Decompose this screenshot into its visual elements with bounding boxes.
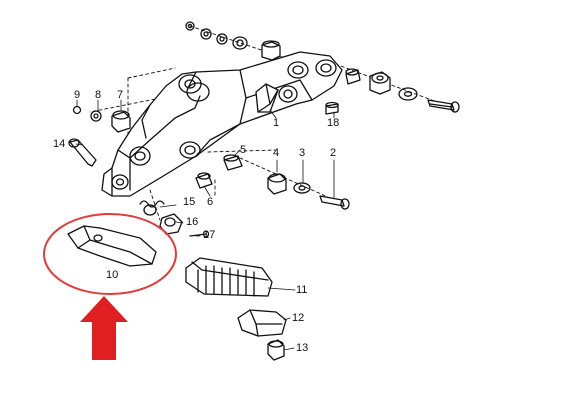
part-label-14: 14 (53, 138, 66, 150)
part-label-8: 8 (95, 89, 102, 101)
footpeg-rubber-11 (185, 257, 273, 297)
part-label-13: 13 (296, 342, 309, 354)
part-label-17: 17 (203, 229, 216, 241)
part-label-3: 3 (299, 147, 306, 159)
top-fastener-row (185, 21, 281, 61)
footrest-bracket (101, 51, 343, 197)
part-label-6: 6 (207, 196, 214, 208)
middle-fastener-group (195, 154, 350, 210)
part-label-16: 16 (186, 216, 199, 228)
leader-lines (75, 99, 335, 351)
pin-14 (68, 138, 97, 167)
part-label-12: 12 (292, 312, 305, 324)
part-label-11: 11 (296, 284, 308, 296)
part-label-4: 4 (273, 147, 280, 159)
highlight-circle (43, 213, 177, 295)
part-label-10: 10 (106, 269, 119, 281)
spring-cap-group (139, 200, 210, 238)
part-label-2: 2 (330, 147, 337, 159)
red-arrow (80, 296, 128, 360)
part-label-5: 5 (240, 144, 247, 156)
part-label-1: 1 (273, 117, 280, 129)
screw-13 (267, 339, 285, 361)
part-label-15: 15 (183, 196, 196, 208)
right-fastener-row (345, 68, 460, 113)
part-label-7: 7 (117, 89, 124, 101)
clip-12 (237, 309, 287, 337)
left-fastener-group (72, 105, 131, 133)
small-bolt-18 (325, 101, 339, 115)
part-label-9: 9 (74, 89, 81, 101)
part-label-18: 18 (327, 117, 340, 129)
bracket-part-10 (67, 225, 157, 267)
